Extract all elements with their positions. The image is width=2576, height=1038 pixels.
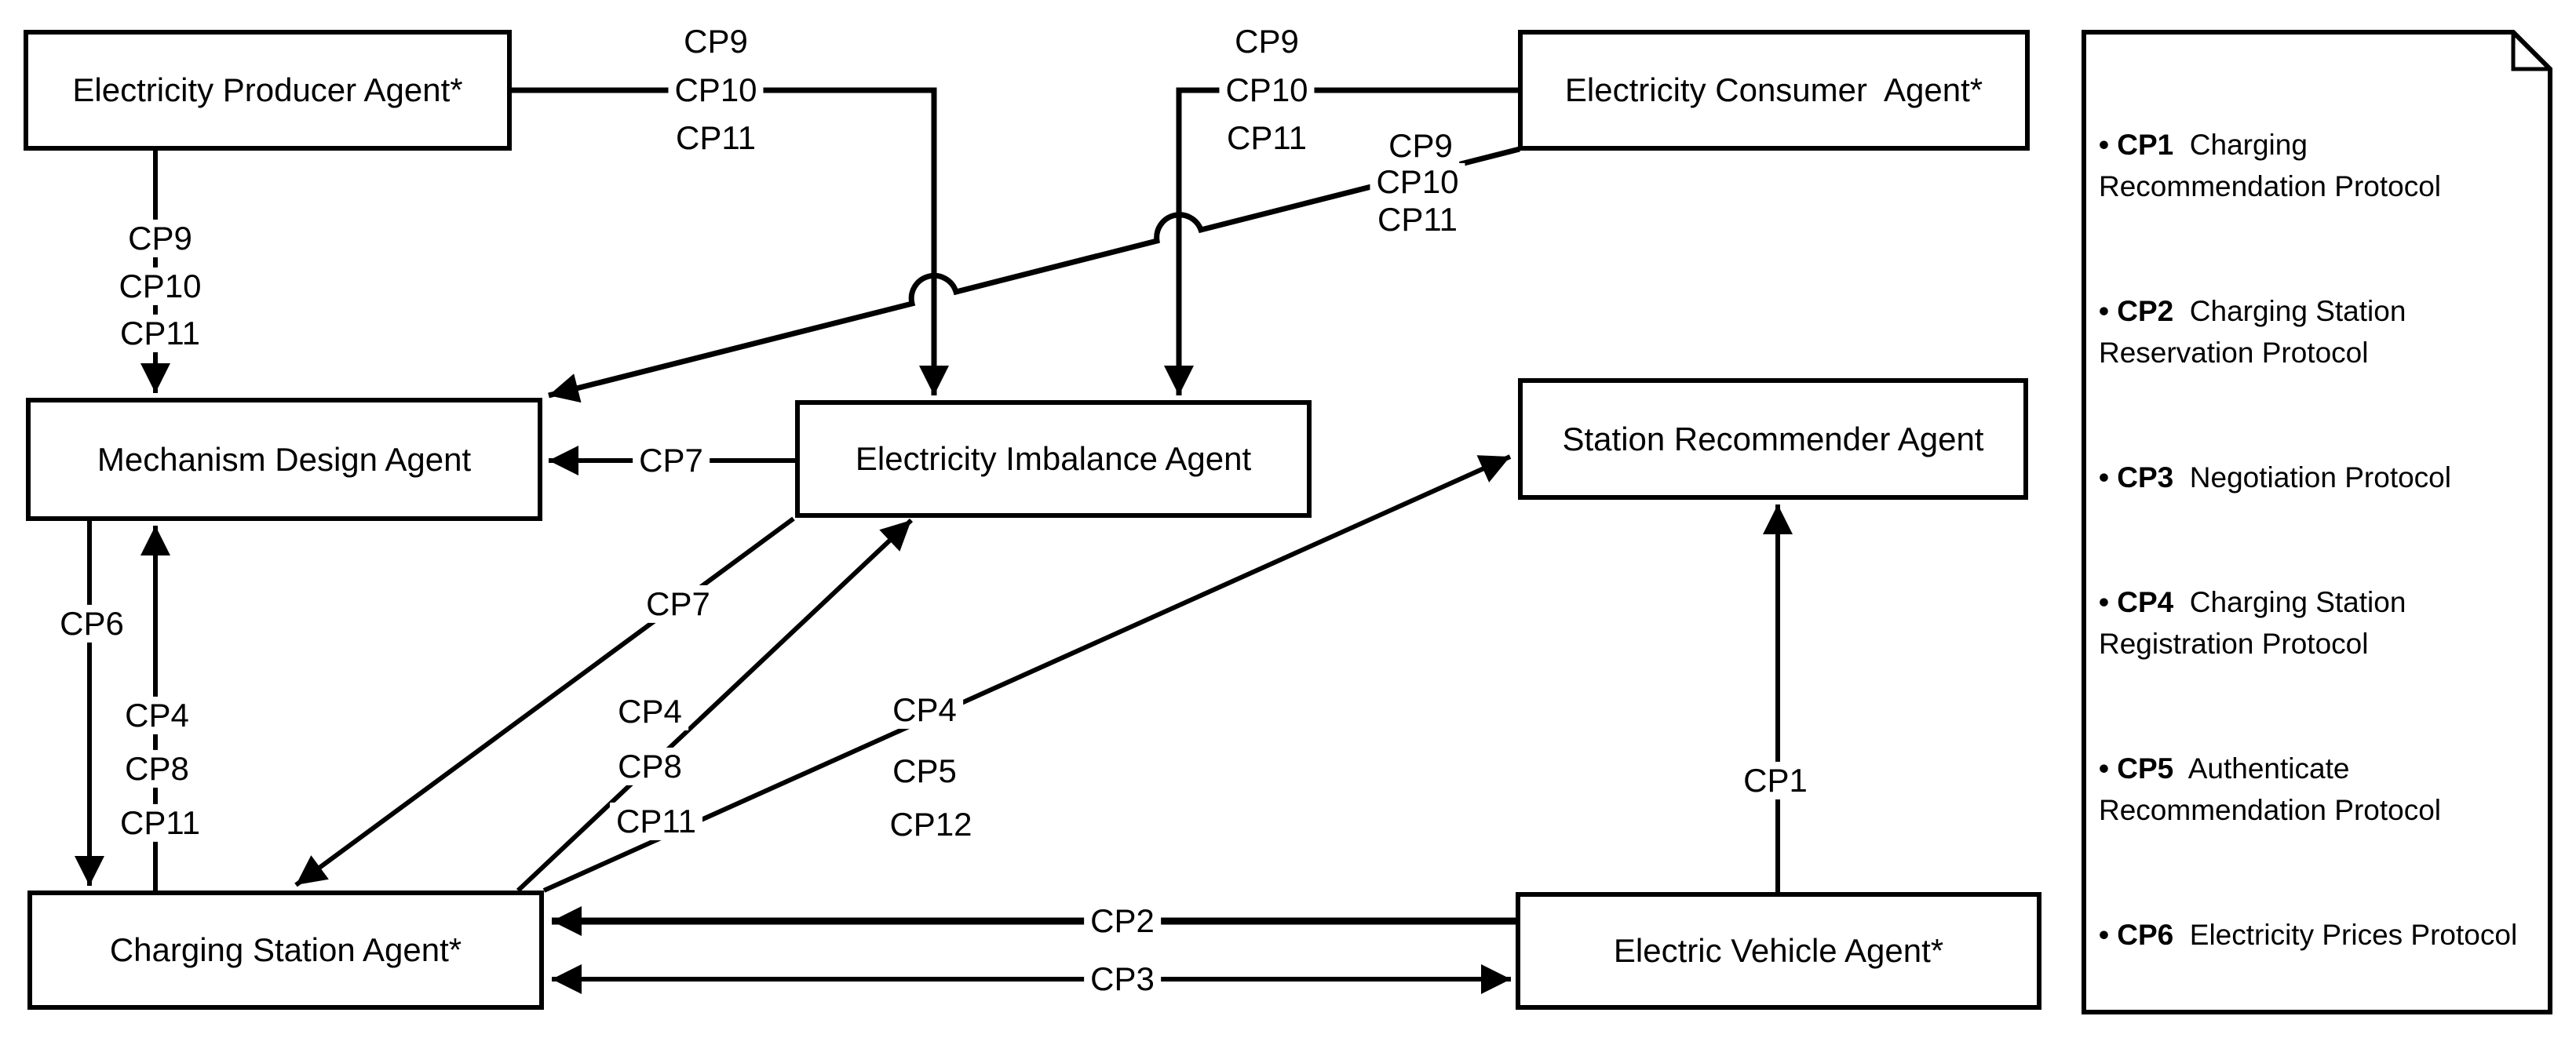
legend-items: • CP1 Charging Recommendation Protocol •… [2099,41,2545,1038]
edge-label-consumer-mech-cp10: CP10 [1370,162,1465,202]
edge-producer-to-imbalance [512,87,949,395]
edge-label-cs-ev-cp3: CP3 [1084,960,1161,999]
edge-label-cs-imb-cp11: CP11 [610,802,702,841]
legend-item-cp2: • CP2 Charging Station Reservation Proto… [2099,295,2406,369]
edge-label-consumer-mech-cp11: CP11 [1371,200,1464,239]
edge-label-cs-mech-cp8: CP8 [119,749,195,789]
legend-item-cp1: • CP1 Charging Recommendation Protocol [2099,129,2441,202]
legend-note-border [2082,30,2552,1014]
edge-charging-to-imbalance [516,518,914,893]
edge-label-producer-imb-cp10: CP10 [668,71,764,110]
node-charging-station-agent: Charging Station Agent* [27,890,544,1010]
legend-item-cp4: • CP4 Charging Station Registration Prot… [2099,586,2406,660]
edge-label-imb-mech-cp7: CP7 [633,441,710,480]
edge-label-producer-imb-cp9: CP9 [677,22,754,61]
edge-imbalance-to-charging [294,516,795,887]
legend-item-cp6: • CP6 Electricity Prices Protocol [2099,919,2518,951]
edge-label-consumer-imb-cp10: CP10 [1219,71,1315,110]
edge-label-mech-cs-cp6: CP6 [53,604,130,643]
edge-label-cs-mech-cp11: CP11 [114,803,206,843]
edge-label-ev-cs-cp2: CP2 [1084,901,1161,941]
edge-label-ev-rec-cp1: CP1 [1737,761,1814,800]
edge-label-producer-mech-cp10: CP10 [112,267,208,306]
edge-label-cs-rec-cp12: CP12 [883,805,979,844]
edge-label-producer-mech-cp11: CP11 [114,314,206,353]
legend-item-cp5: • CP5 Authenticate Recommendation Protoc… [2099,752,2441,826]
edge-charging-to-recommender [542,454,1512,893]
edge-label-cs-mech-cp4: CP4 [119,696,195,735]
folded-corner-icon [2511,32,2550,71]
node-electricity-consumer-agent: Electricity Consumer Agent* [1518,30,2030,151]
node-electricity-imbalance-agent: Electricity Imbalance Agent [795,400,1312,518]
edge-label-consumer-mech-cp9: CP9 [1382,126,1459,166]
edge-label-cs-imb-cp4: CP4 [611,692,688,731]
edge-label-imb-cs-cp7: CP7 [640,585,717,624]
legend-item-cp3: • CP3 Negotiation Protocol [2099,461,2451,494]
edge-label-consumer-imb-cp11: CP11 [1220,118,1313,158]
edge-label-cs-rec-cp5: CP5 [886,752,963,791]
edge-consumer-to-mechanism [548,146,1520,403]
edge-consumer-to-imbalance [1164,87,1518,395]
node-station-recommender-agent: Station Recommender Agent [1518,378,2028,500]
protocol-legend: • CP1 Charging Recommendation Protocol •… [2082,30,2552,1014]
node-electricity-producer-agent: Electricity Producer Agent* [24,30,512,151]
edge-label-producer-mech-cp9: CP9 [122,219,199,258]
node-electric-vehicle-agent: Electric Vehicle Agent* [1516,892,2041,1010]
edge-label-producer-imb-cp11: CP11 [670,118,762,158]
node-mechanism-design-agent: Mechanism Design Agent [26,398,542,521]
edge-label-cs-imb-cp8: CP8 [611,747,688,786]
edge-label-consumer-imb-cp9: CP9 [1228,22,1305,61]
edge-label-cs-rec-cp4: CP4 [886,690,963,730]
